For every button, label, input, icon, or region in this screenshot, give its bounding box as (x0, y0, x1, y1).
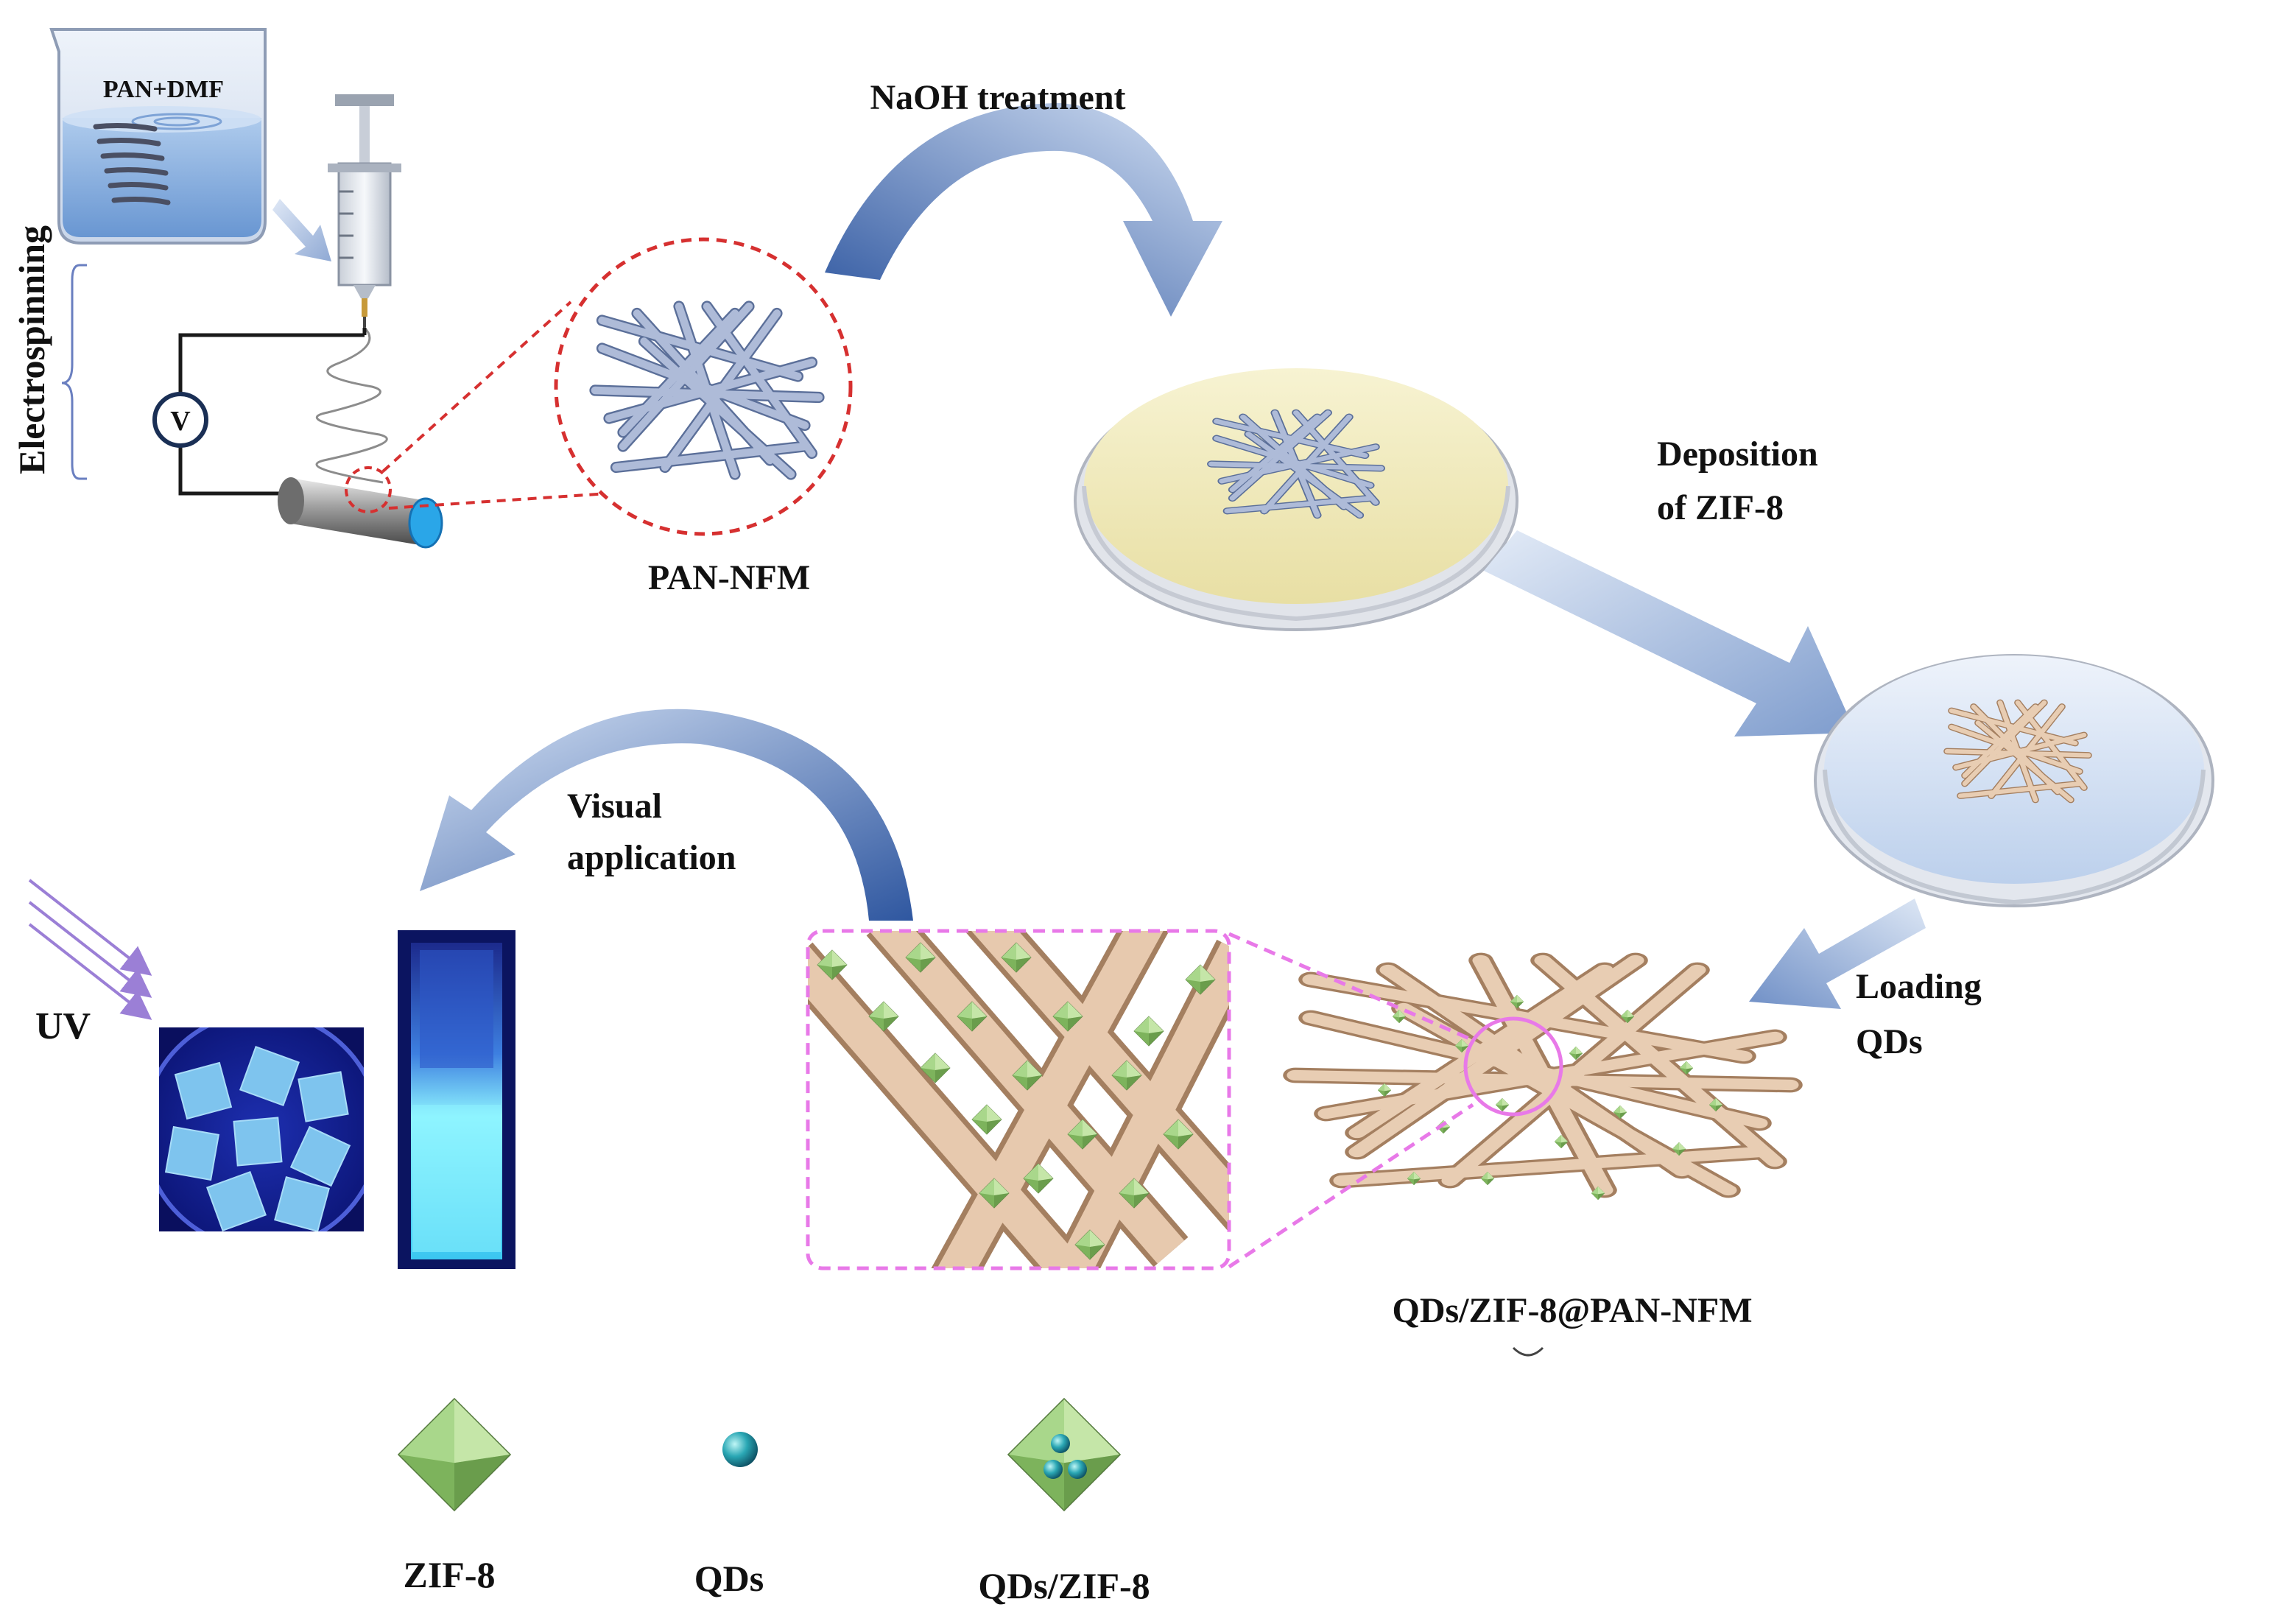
uv-photo (159, 1027, 364, 1231)
legend-item-qds: QDs (694, 1432, 764, 1599)
collector-drum-icon (278, 466, 443, 549)
deposition-label-line1: Deposition (1657, 435, 1818, 474)
legend-label-qd-zif8: QDs/ZIF-8 (978, 1565, 1150, 1606)
voltmeter-label: V (170, 406, 191, 437)
uv-label: UV (35, 1005, 91, 1047)
product-fiber-mat (1295, 960, 1790, 1200)
loading-arrow-icon (1749, 899, 1926, 1009)
qd-zif8-composite-icon (1009, 1399, 1119, 1510)
petri-dish-naoh-icon (1074, 368, 1518, 631)
naoh-label: NaOH treatment (870, 78, 1125, 117)
cuvette-icon (398, 930, 515, 1269)
deposition-label-line2: of ZIF-8 (1657, 488, 1784, 527)
legend-label-zif8: ZIF-8 (404, 1554, 496, 1595)
naoh-step: NaOH treatment (825, 78, 1222, 317)
petri-dish-zif8-icon (1814, 654, 2214, 907)
legend-label-qds: QDs (694, 1558, 764, 1599)
deposition-arrow-icon (1484, 530, 1856, 737)
beaker-icon: PAN+DMF (49, 28, 267, 245)
arrow-to-syringe-icon (272, 199, 331, 261)
circuit (178, 328, 367, 496)
product-label: QDs/ZIF-8@PAN-NFM (1392, 1291, 1752, 1330)
naoh-arrow-icon (825, 103, 1222, 317)
pan-nfm-zoom (554, 237, 853, 536)
qd-sphere-icon (722, 1432, 758, 1467)
jet-spiral (315, 326, 388, 484)
syringe-icon (328, 94, 401, 328)
legend-item-qd-zif8: QDs/ZIF-8 (978, 1399, 1150, 1606)
uv-rays-icon (28, 879, 152, 1020)
bracket (61, 264, 87, 480)
electrospinning-setup: Electrospinning PAN+DMF (11, 28, 853, 597)
voltmeter-icon (152, 392, 208, 448)
loading-label-line1: Loading (1856, 967, 1982, 1006)
legend: ZIF-8 QDs QDs/ZIF-8 (399, 1399, 1150, 1606)
pan-nfm-label: PAN-NFM (648, 558, 810, 597)
beaker-label: PAN+DMF (103, 76, 224, 103)
zif8-octahedron-icon (399, 1399, 510, 1510)
loading-label-line2: QDs (1856, 1022, 1923, 1061)
product-mark (1512, 1346, 1544, 1357)
zoom-inset (806, 929, 1231, 1270)
visual-label-line2: application (567, 838, 736, 877)
electrospinning-label: Electrospinning (11, 225, 52, 474)
visual-arrow-icon (420, 709, 913, 921)
visual-application-step: Visual application (420, 709, 913, 921)
zoom-lines-pink (1228, 932, 1474, 1269)
zoom-lines-red (381, 300, 664, 510)
visual-label-line1: Visual (567, 787, 662, 826)
legend-item-zif8: ZIF-8 (399, 1399, 510, 1595)
